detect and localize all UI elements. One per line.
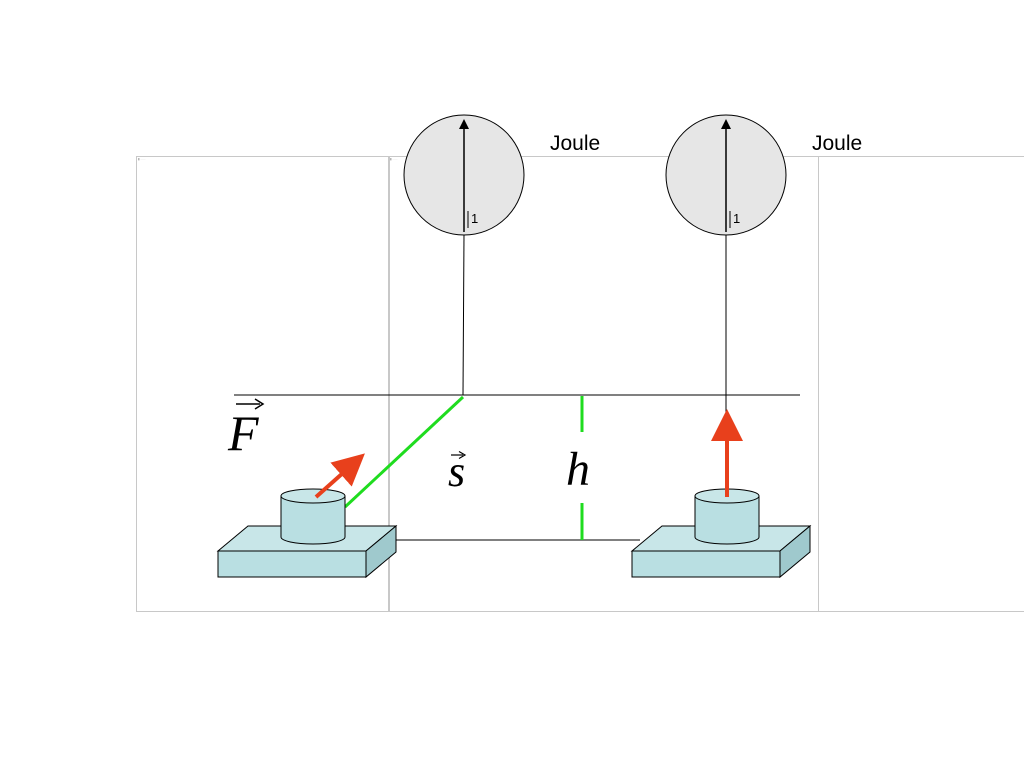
left-meter-scale-mark: 1: [471, 211, 479, 226]
middle-frame-marker: ▮ ·····: [390, 157, 398, 161]
left-meter-unit-label: Joule: [550, 132, 601, 155]
height-symbol: h: [566, 443, 590, 496]
displacement-path-line: [343, 395, 465, 509]
displacement-symbol: s: [448, 447, 466, 496]
left-force-arrow: [314, 453, 365, 499]
right-meter-unit-label: Joule: [812, 132, 863, 155]
right-cylinder-mass: [694, 488, 760, 545]
force-vector-accent: [236, 398, 265, 410]
left-frame-marker: ▮ ·····: [138, 157, 146, 161]
left-meter-stem: [462, 233, 465, 396]
force-symbol: F: [228, 405, 259, 461]
left-base-slab: [216, 524, 398, 579]
right-frame: [818, 156, 1024, 612]
right-meter-scale-mark: 1: [733, 211, 741, 226]
left-cylinder-mass: [280, 488, 346, 545]
displacement-vector-accent: [451, 450, 467, 460]
left-frame: ▮ ·····: [136, 156, 390, 612]
